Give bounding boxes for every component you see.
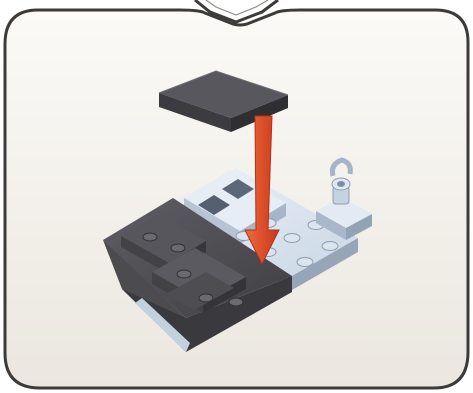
instruction-illustration (0, 0, 473, 393)
instruction-step-frame (0, 0, 473, 393)
